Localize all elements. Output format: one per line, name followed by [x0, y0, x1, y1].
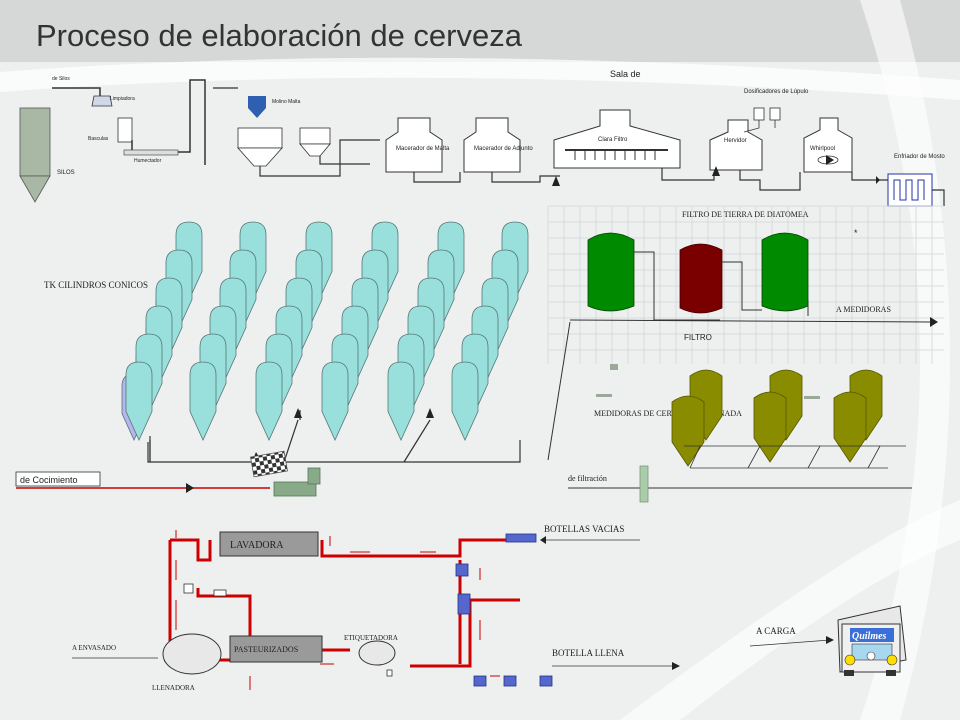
de-filtracion-label: de filtración	[568, 474, 607, 483]
lavadora-label: LAVADORA	[230, 540, 284, 551]
silo	[19, 107, 51, 203]
limpiadora-label: Limpiadora	[110, 96, 135, 102]
botellas-vacias-label: BOTELLAS VACIAS	[544, 524, 624, 534]
filter-red	[679, 243, 723, 314]
pasteurizados-label: PASTEURIZADOS	[234, 645, 298, 654]
checker-valve	[250, 450, 288, 478]
dosificadores	[743, 107, 781, 133]
truck-icon	[837, 605, 907, 676]
etiquetadora	[358, 640, 396, 666]
a-carga-label: A CARGA	[756, 626, 796, 636]
hervidor-label: Hervidor	[724, 138, 747, 144]
bascula	[117, 117, 133, 143]
tolva-2	[299, 127, 331, 145]
conveyor-botellas-vacias	[505, 533, 537, 543]
molino-label: Molino Malta	[272, 99, 301, 105]
llenadora	[162, 633, 222, 675]
macerador-adjunto-label: Macerador de Adjunto	[474, 146, 533, 152]
etiquetadora-label: ETIQUETADORA	[344, 634, 398, 642]
de-silos-label: de Silos	[52, 76, 70, 82]
medidora-tank	[753, 391, 787, 463]
pump	[273, 467, 321, 497]
truck-brand: Quilmes	[852, 631, 887, 642]
medidoras-group	[671, 369, 883, 467]
de-cocimiento-label: de Cocimiento	[20, 475, 78, 485]
lavadora	[219, 531, 319, 557]
whirlpool	[803, 117, 853, 173]
filtro-label: FILTRO	[684, 333, 712, 342]
decor-band	[620, 500, 960, 720]
tk-cilindros-label: TK CILINDROS CONICOS	[44, 280, 148, 290]
conical-tank	[321, 361, 349, 441]
botella-llena-label: BOTELLA LLENA	[552, 648, 625, 658]
humectador	[123, 149, 179, 156]
llenadora-label: LLENADORA	[152, 684, 195, 692]
conical-tank	[451, 361, 479, 441]
conveyor-blocks	[455, 563, 553, 687]
clarificador	[553, 109, 681, 169]
a-medidoras-label: A MEDIDORAS	[836, 305, 891, 314]
hervidor	[709, 119, 763, 171]
de-cocimiento-box	[15, 471, 101, 487]
cold-mark: *	[854, 228, 858, 238]
a-envasado-label: A ENVASADO	[72, 644, 116, 652]
conical-tank	[125, 361, 153, 441]
conical-tank	[189, 361, 217, 441]
tolva-1	[237, 127, 283, 149]
filter-green-1	[587, 232, 635, 312]
medidora-tank	[833, 391, 867, 463]
slide-title: Proceso de elaboración de cerveza	[36, 18, 522, 53]
dosificadores-label: Dosificadores de Lúpulo	[744, 89, 809, 95]
bascula-label: Basculas	[88, 136, 109, 142]
macerador-adjunto	[463, 117, 521, 173]
sala-label: Sala de	[610, 69, 641, 79]
filter-green-2	[761, 232, 809, 312]
whirlpool-label: Whirlpool	[810, 146, 835, 152]
packaging-line	[164, 530, 530, 690]
small-box	[213, 589, 227, 597]
tk-cilindros-conicos-group	[121, 221, 529, 441]
conical-tank	[255, 361, 283, 441]
humectador-label: Humectador	[134, 158, 162, 164]
valve-filtracion	[639, 465, 649, 503]
pasteurizador	[229, 635, 323, 663]
title-bar	[0, 0, 960, 62]
silos-label: SILOS	[57, 170, 75, 176]
medidoras-label: MEDIDORAS DE CERVEZA TERMINADA	[594, 409, 742, 418]
enfriador-label: Enfriador de Mosto	[894, 154, 945, 160]
macerador-malta	[385, 117, 443, 173]
conical-tank	[387, 361, 415, 441]
macerador-malta-label: Macerador de Malta	[396, 146, 450, 152]
medidora-tank	[671, 395, 705, 467]
small-box	[183, 583, 194, 594]
molino	[248, 96, 266, 108]
clarificador-label: Clara Filtro	[598, 137, 628, 143]
limpiadora	[91, 95, 113, 107]
decor-band	[0, 57, 960, 100]
enfriador	[887, 173, 933, 207]
filtro-tierra-label: FILTRO DE TIERRA DE DIATOMEA	[682, 210, 809, 219]
